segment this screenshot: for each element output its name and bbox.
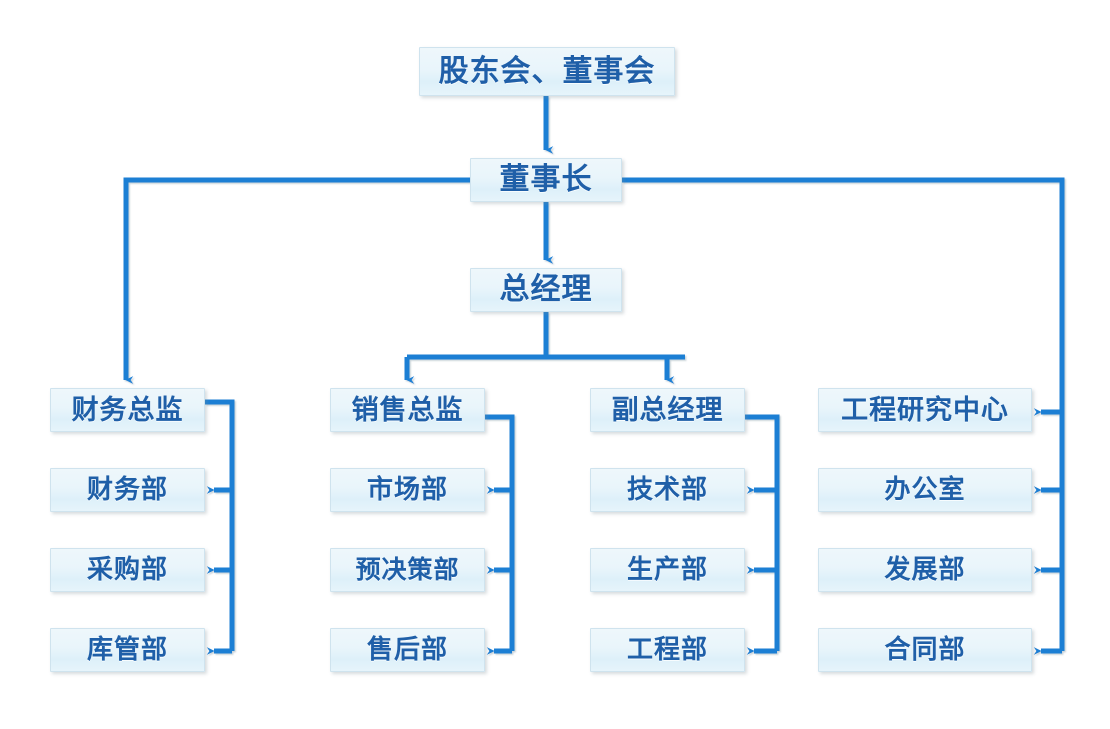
node-after-sales-department[interactable]: 售后部: [330, 628, 485, 672]
node-office[interactable]: 办公室: [818, 468, 1032, 512]
node-purchasing-department[interactable]: 采购部: [50, 548, 205, 592]
node-label: 销售总监: [351, 394, 464, 425]
node-label: 预决策部: [355, 556, 460, 584]
node-marketing-department[interactable]: 市场部: [330, 468, 485, 512]
node-label: 副总经理: [611, 394, 724, 425]
node-finance-director[interactable]: 财务总监: [50, 388, 205, 432]
node-chairman[interactable]: 董事长: [470, 158, 622, 202]
node-contract-department[interactable]: 合同部: [818, 628, 1032, 672]
node-technology-department[interactable]: 技术部: [590, 468, 745, 512]
node-label: 采购部: [87, 555, 168, 584]
node-label: 股东会、董事会: [438, 54, 656, 88]
node-deputy-general-manager[interactable]: 副总经理: [590, 388, 745, 432]
node-label: 工程部: [627, 635, 708, 664]
node-engineering-research-center[interactable]: 工程研究中心: [818, 388, 1032, 432]
node-development-department[interactable]: 发展部: [818, 548, 1032, 592]
node-label: 工程研究中心: [841, 394, 1009, 425]
node-budget-decision-department[interactable]: 预决策部: [330, 548, 485, 592]
node-label: 董事长: [499, 163, 593, 196]
node-warehouse-department[interactable]: 库管部: [50, 628, 205, 672]
node-label: 技术部: [627, 475, 708, 504]
node-engineering-department[interactable]: 工程部: [590, 628, 745, 672]
node-sales-director[interactable]: 销售总监: [330, 388, 485, 432]
node-finance-department[interactable]: 财务部: [50, 468, 205, 512]
node-label: 库管部: [87, 635, 168, 664]
node-label: 合同部: [884, 635, 966, 664]
node-board-of-directors[interactable]: 股东会、董事会: [419, 47, 675, 96]
node-general-manager[interactable]: 总经理: [470, 268, 622, 312]
node-label: 发展部: [884, 555, 966, 584]
node-label: 售后部: [367, 635, 448, 664]
node-production-department[interactable]: 生产部: [590, 548, 745, 592]
node-label: 财务部: [87, 475, 168, 504]
node-label: 总经理: [499, 273, 593, 306]
node-label: 财务总监: [71, 394, 184, 425]
node-label: 市场部: [367, 475, 448, 504]
node-label: 办公室: [884, 475, 966, 504]
node-label: 生产部: [627, 555, 708, 584]
